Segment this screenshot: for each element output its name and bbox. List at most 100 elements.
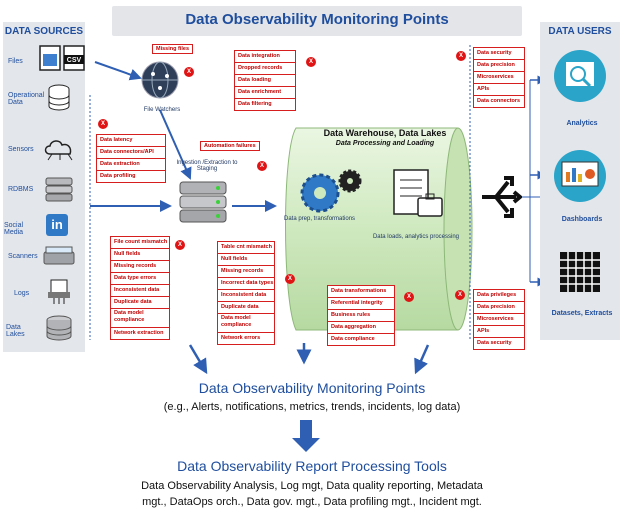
list-item: Data precision [474,302,524,314]
list-item: Business rules [328,310,394,322]
x-mark-icon: X [404,292,414,302]
list-item: APIs [474,84,524,96]
automation-failures-callout: Automation failures [200,141,260,151]
list-item: Data compliance [331,336,375,342]
scanner-icon [43,246,75,265]
x-mark-icon: X [285,274,295,284]
title-banner: Data Observability Monitoring Points [112,6,522,36]
list-item: Data security [474,48,524,60]
missing-files-callout: Missing files [152,44,194,54]
warehouse-subtitle: Data Processing and Loading [335,140,435,147]
list-item: Data transformations [328,286,394,298]
list-item: Missing records [111,261,169,273]
report-down-arrow [292,420,320,452]
list-item: Incorrect data types [218,278,274,290]
files-icon: CSV [39,45,85,71]
user-label-analytics: Analytics [566,120,598,127]
staging-db-issues-list: Table cnt mismatch Null fields Missing r… [217,241,275,345]
list-item: Microservices [474,314,524,326]
linkedin-icon: in [46,214,68,236]
report-tools-line2: mgt., DataOps orch., Data gov. mgt., Dat… [142,496,482,508]
database-icon [48,84,70,111]
watcher-to-staging-arrow [159,109,192,180]
checklist-toolbox-icon [393,169,443,217]
report-tools-title: Data Observability Report Processing Too… [177,458,447,474]
routing-split-icon [482,176,522,218]
source-label-datalakes: Data Lakes [6,324,25,338]
list-item: Data filtering [238,101,272,107]
list-item: Data model compliance [111,309,169,328]
list-item: Data connectors [477,98,521,104]
csv-icon-label: CSV [67,57,82,64]
source-label-logs: Logs [14,290,30,297]
list-item: File count mismatch [111,237,169,249]
source-label-operational: Operational Data [8,92,45,106]
source-label-files: Files [8,58,23,65]
x-mark-icon: X [257,161,267,171]
down-arrow-right [414,344,430,375]
user-label-dashboards: Dashboards [561,216,603,223]
list-item: Data profiling [100,173,136,179]
monitoring-points-subtitle: (e.g., Alerts, notifications, metrics, t… [163,401,461,413]
list-item: Network extraction [114,330,164,336]
data-lakes-icon [46,315,72,341]
transform-issues-list: Data transformations Referential integri… [327,285,395,346]
list-item: Null fields [111,249,169,261]
down-arrow-left [188,344,208,375]
list-item: Data extraction [97,159,165,171]
users-heading: DATA USERS [548,26,612,37]
list-item: Referential integrity [328,298,394,310]
list-item: Network errors [221,335,261,341]
list-item: Data aggregation [328,322,394,334]
server-icon [45,177,73,202]
list-item: Data privileges [474,290,524,302]
users-bottom-list: Data privileges Data precision Microserv… [473,289,525,350]
source-issues-list: Data latency Data connectors/API Data ex… [96,134,166,183]
list-item: Data model compliance [218,314,274,333]
files-to-watcher-arrow [94,61,142,81]
file-watcher-globe-icon [141,61,179,99]
list-item: Duplicate data [111,297,169,309]
report-tools-line1: Data Observability Analysis, Log mgt, Da… [141,480,483,492]
x-mark-icon: X [456,51,466,61]
list-item: Data latency [97,135,165,147]
top-processing-list: Data integration Dropped records Data lo… [234,50,296,111]
source-label-sensors: Sensors [8,146,34,153]
list-item: Inconsistent data [218,290,274,302]
list-item: Null fields [218,254,274,266]
list-item: Missing records [218,266,274,278]
list-item: Data security [477,340,512,346]
staging-server-icon [179,181,227,223]
source-label-rdbms: RDBMS [8,186,34,193]
list-item: Data integration [235,51,295,63]
gears-icon [300,169,362,213]
list-item: APIs [474,326,524,338]
warehouse-title: Data Warehouse, Data Lakes [323,128,447,138]
datasets-grid-icon [560,252,600,292]
list-item: Data precision [474,60,524,72]
list-item: Duplicate data [218,302,274,314]
source-label-social: Social Media [4,222,24,236]
list-item: Data loading [235,75,295,87]
dashboards-icon [554,150,606,202]
list-item: Inconsistent data [111,285,169,297]
list-item: Microservices [474,72,524,84]
x-mark-icon: X [306,57,316,67]
staging-issues-list: File count mismatch Null fields Missing … [110,236,170,340]
sources-heading: DATA SOURCES [4,26,84,37]
monitoring-points-title: Data Observability Monitoring Points [198,380,426,396]
logs-icon [48,279,70,304]
cloud-network-icon [44,140,73,161]
analytics-icon [554,50,606,102]
page-title: Data Observability Monitoring Points [185,11,449,28]
x-mark-icon: X [184,67,194,77]
user-label-datasets: Datasets, Extracts [551,310,613,317]
ingestion-label: Ingestion /Extraction to Staging [176,160,238,172]
list-item: Dropped records [235,63,295,75]
list-item: Data type errors [111,273,169,285]
prep-label: Data prep, transformations [284,216,356,222]
x-mark-icon: X [98,119,108,129]
warehouse-cylinder-end [443,127,473,331]
